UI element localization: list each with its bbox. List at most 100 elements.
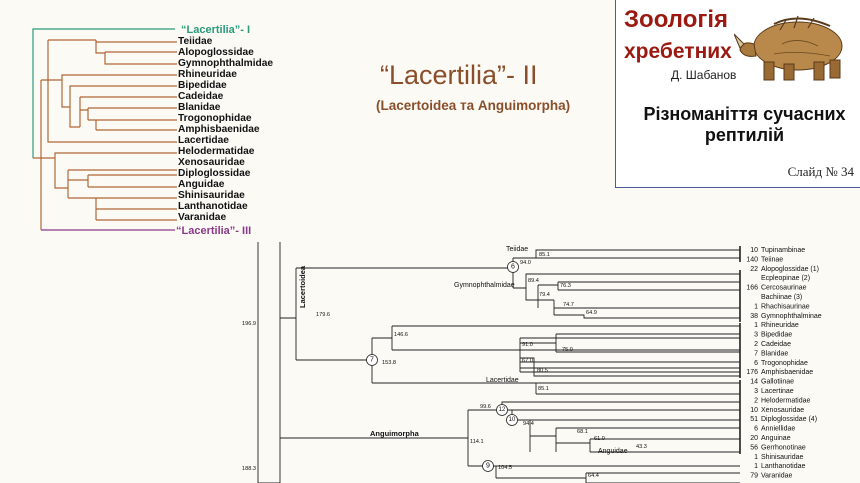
tip-count: 2 [754,341,758,348]
branch-lacertidae [47,133,177,143]
age-91: 91.0 [522,342,533,348]
branch-lacertilia-I [32,28,175,158]
tip-name: Teiinae [761,256,783,263]
age-894: 89.4 [528,278,539,284]
taxon-label: Rhineuridae [178,69,237,80]
slide-subtitle: (Lacertoidea та Anguimorpha) [376,98,571,113]
tip-count: 1 [754,454,758,461]
branch-gymno [513,273,740,319]
tip-name: Tupinambinae [761,247,805,254]
label-lacertilia-III: “Lacertilia”- III [176,225,251,237]
age-lacertoidea: 179.6 [316,312,330,318]
tip-name: Bachiinae (3) [761,294,802,301]
node-label-7: 7 [370,357,374,364]
age-75: 75.0 [562,347,573,353]
tip-name: Shinisauridae [761,454,804,461]
taxon-label: Teiidae [178,36,213,47]
taxon-label: Amphisbaenidae [178,124,260,135]
branch-amphisbaenia [372,325,740,377]
taxon-label: Lacertidae [178,135,229,146]
group-gymnophthalmidae: Gymnophthalmidae [454,282,515,289]
tip-count: 10 [750,247,758,254]
age-146: 146.6 [394,332,408,338]
tip-count: 176 [746,369,758,376]
age-85a: 85.1 [539,252,550,258]
tip-count: 1 [754,322,758,329]
age-794: 79.4 [539,292,550,298]
age-649: 64.9 [586,310,597,316]
age-996: 99.6 [480,404,491,410]
age-85b: 85.1 [538,386,549,392]
age-433: 43.3 [636,444,647,450]
tip-name: Lacertinae [761,388,794,395]
tip-name: Gerrhonotinae [761,444,806,451]
tip-name: Gallotiinae [761,379,794,386]
tip-count: 1 [754,463,758,470]
age-763: 76.3 [560,283,571,289]
tip-count: 20 [750,435,758,442]
branch-varanoidea [468,465,740,483]
slide-number: Слайд № 34 [787,164,854,179]
taxon-label: Blanidae [178,102,221,113]
taxon-label: Alopoglossidae [178,47,254,58]
tip-count: 3 [754,332,758,339]
tip-name: Gymnophthalminae [761,313,822,320]
tip-name: Ecpleopinae (2) [761,275,810,282]
branch-lacertidae [372,382,740,395]
node-label-9: 9 [486,463,490,470]
taxon-label: Lanthanotidae [178,201,248,212]
tip-count: 22 [750,266,758,273]
clade-lacertoidea: Lacertoidea [298,265,307,308]
branch-anguimorpha [41,152,177,221]
taxon-label: Shinisauridae [178,190,245,201]
tip-name: Lanthanotidae [761,463,805,470]
age-153: 153.8 [382,360,396,366]
dated-phylogeny: 196.9 188.3 179.6 146.6 153.8 91.0 75.0 … [242,242,822,483]
course-panel: Зоологія хребетних Д. Шабанов Різноманіт… [615,0,860,188]
tip-name: Anguinae [761,435,791,442]
taxon-label: Anguidae [178,179,225,190]
node-label-10: 10 [509,417,516,423]
rhinoceros-image [734,15,843,81]
branch-teiioid [48,39,177,65]
taxon-label: Diploglossidae [178,168,251,179]
small-cladogram: “Lacertilia”- I “Lacertilia”- III Teiida… [32,24,273,237]
taxon-label: Helodermatidae [178,146,255,157]
node-label-12: 12 [499,407,506,413]
taxon-label: Bipedidae [178,80,227,91]
node-circle-9 [482,460,494,472]
node-circle-10 [506,414,518,426]
tip-count: 6 [754,426,758,433]
tip-count: 10 [750,407,758,414]
node-circle-7 [366,354,378,366]
branch-teiidae [513,249,740,259]
age-944: 94.4 [523,421,534,427]
clade-anguimorpha: Anguimorpha [370,429,420,438]
branch-amphis [48,74,177,131]
course-title-line1: Зоологія [624,6,729,33]
tip-count: 38 [750,313,758,320]
taxon-label: Varanidae [178,212,226,223]
slide-title: “Lacertilia”- II [380,60,538,90]
tip-count: 14 [750,379,758,386]
tip-name: Alopoglossidae (1) [761,266,819,273]
tip-name: Diploglossidae (4) [761,416,817,423]
age-root-upper: 196.9 [242,321,256,327]
tip-name: Helodermatidae [761,397,811,404]
age-644: 64.4 [588,473,599,479]
node-circle-12 [496,404,508,416]
node-label-6: 6 [511,264,515,271]
age-94: 94.0 [520,260,531,266]
tip-name: Blanidae [761,350,788,357]
age-114: 114.1 [470,439,484,445]
tip-name: Rhineuridae [761,322,799,329]
tip-count: 1 [754,303,758,310]
label-lacertilia-I: “Lacertilia”- I [181,24,250,36]
node-circle-6 [507,261,519,273]
age-67: 67.0 [522,358,533,364]
tip-name: Varanidae [761,473,793,480]
tip-name: Amphisbaenidae [761,369,813,376]
tip-count: 6 [754,360,758,367]
age-610: 61.0 [594,436,605,442]
tip-count: 3 [754,388,758,395]
